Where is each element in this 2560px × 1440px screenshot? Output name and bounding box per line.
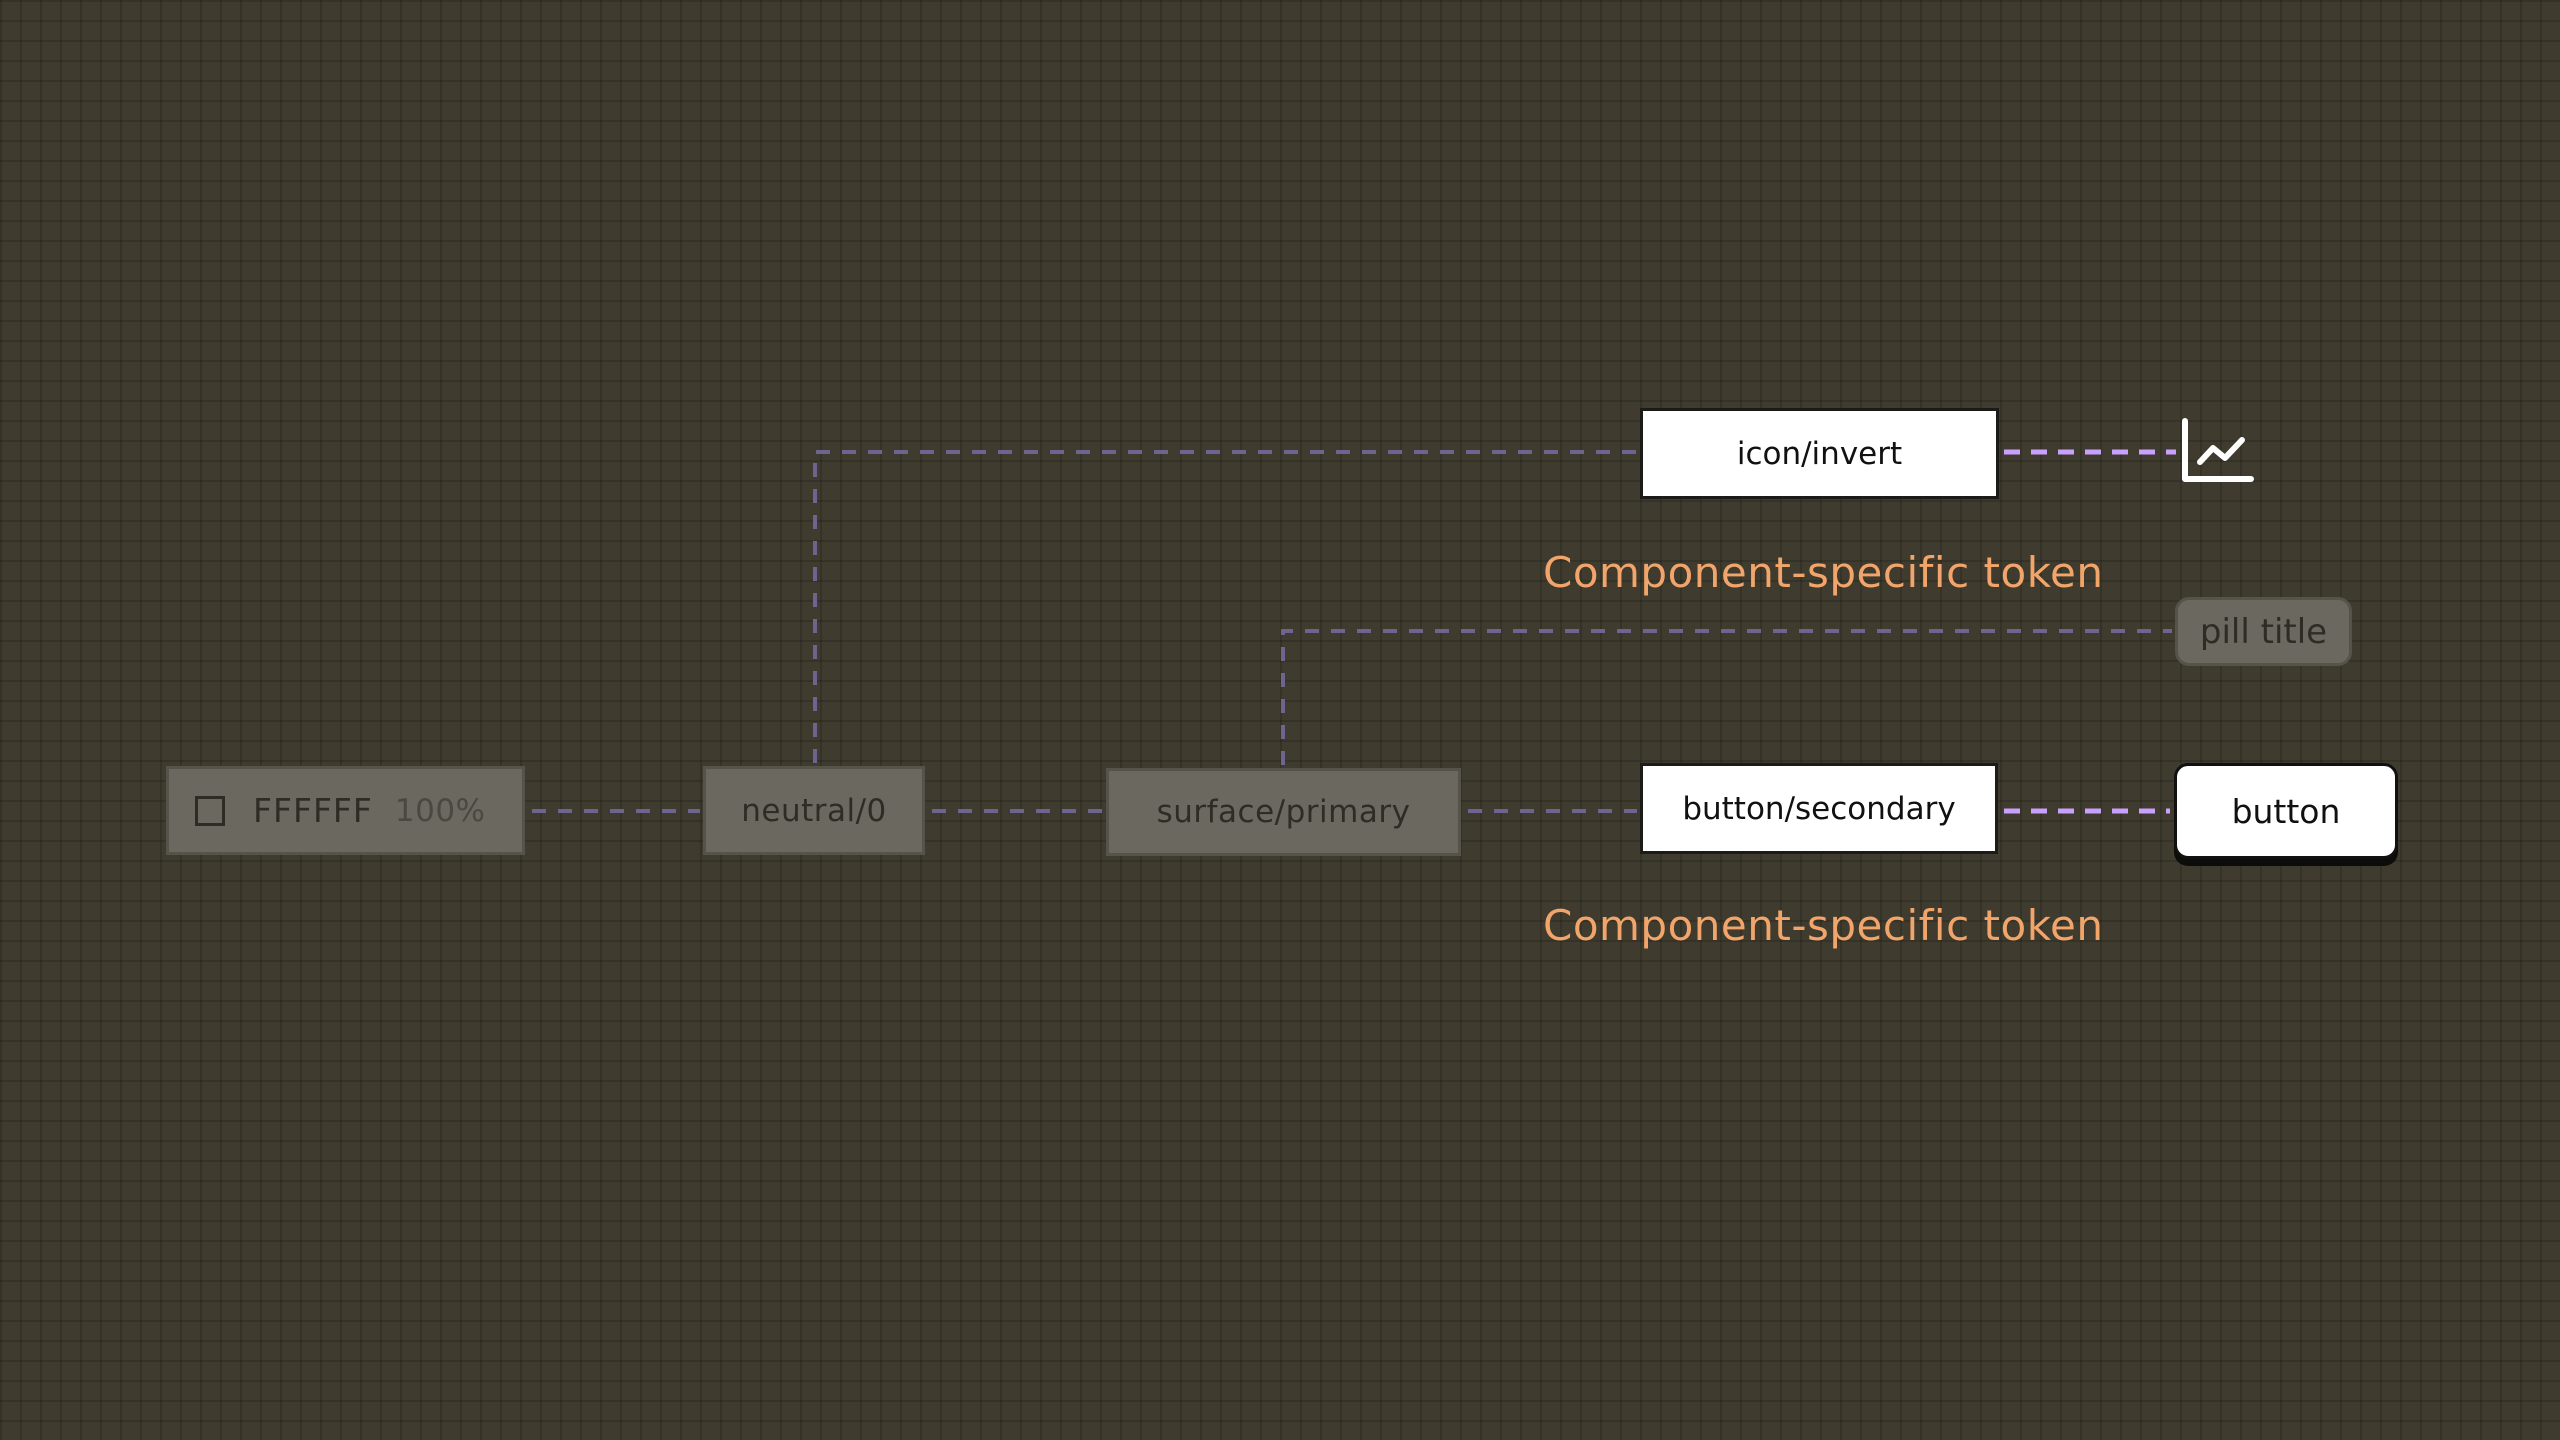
token-node-neutral[interactable]: neutral/0 (703, 766, 925, 855)
chart-icon-axes (2182, 418, 2254, 482)
button-preview[interactable]: button (2174, 763, 2398, 859)
button-preview-label: button (2231, 791, 2341, 831)
token-label-button-secondary: button/secondary (1682, 790, 1956, 827)
token-node-surface-primary[interactable]: surface/primary (1106, 768, 1461, 856)
hex-value: FFFFFF (253, 791, 373, 830)
opacity-value: 100% (394, 792, 486, 829)
token-label-neutral: neutral/0 (741, 792, 887, 829)
pill-title-label: pill title (2199, 611, 2328, 652)
token-label-icon-invert: icon/invert (1736, 435, 1903, 472)
annotation-component-token-bottom: Component-specific token (1543, 901, 2104, 950)
color-value-node[interactable]: FFFFFF 100% (166, 766, 525, 855)
connector-neutral-to-icon-invert (813, 450, 1637, 763)
connector-surface-to-pill (1281, 629, 2172, 765)
pill-title-preview[interactable]: pill title (2175, 597, 2352, 666)
token-node-button-secondary[interactable]: button/secondary (1640, 763, 1998, 854)
color-swatch (195, 795, 225, 826)
chart-icon-trend (2197, 437, 2245, 465)
line-chart-icon[interactable] (2180, 418, 2254, 484)
token-node-icon-invert[interactable]: icon/invert (1640, 408, 1999, 499)
token-label-surface-primary: surface/primary (1156, 794, 1411, 830)
annotation-component-token-top: Component-specific token (1543, 548, 2104, 597)
